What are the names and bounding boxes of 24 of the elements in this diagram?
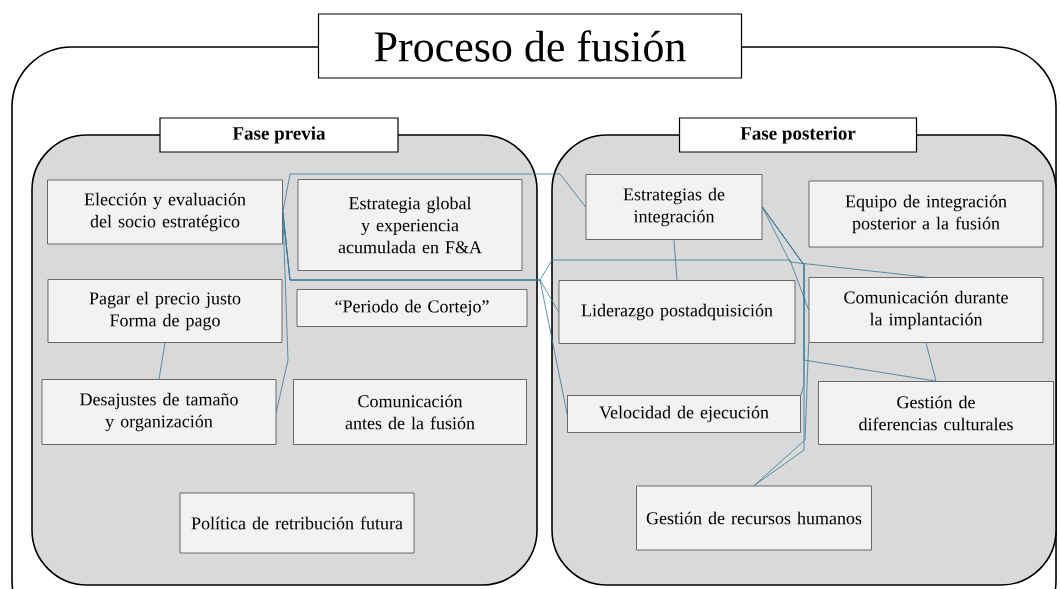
- phase-heading: Fase posterior: [678, 117, 918, 153]
- text-box: Estrategia global y experiencia acumulada en F&A: [297, 179, 523, 271]
- text-box: Equipo de integración posterior a la fusión: [808, 180, 1044, 248]
- text-box: Desajustes de tamaño y organización: [41, 379, 277, 445]
- text-box: Elección y evaluación del socio estratégico: [47, 179, 283, 245]
- text-box: Pagar el precio justo Forma de pago: [47, 279, 283, 343]
- text-box: Estrategias de integración: [585, 174, 763, 240]
- title-box: Proceso de fusión: [317, 13, 743, 79]
- connector-line: [925, 342, 937, 382]
- text-box: Velocidad de ejecución: [567, 395, 801, 433]
- connector-line: [761, 206, 937, 382]
- connector-line: [673, 239, 678, 281]
- phase-heading: Fase previa: [159, 117, 399, 153]
- text-box: Comunicación durante la implantación: [808, 277, 1044, 343]
- text-box: Comunicación antes de la fusión: [293, 379, 527, 445]
- connector-line: [761, 206, 927, 278]
- text-box: Gestión de recursos humanos: [636, 485, 872, 551]
- connector-line: [753, 342, 810, 487]
- text-box: Liderazgo postadquisición: [558, 280, 796, 344]
- connector-line: [282, 173, 587, 213]
- text-box: “Periodo de Cortejo”: [296, 289, 528, 327]
- text-box: Gestión de diferencias culturales: [818, 381, 1054, 445]
- connector-line: [158, 342, 166, 380]
- text-box: Política de retribución futura: [179, 492, 415, 554]
